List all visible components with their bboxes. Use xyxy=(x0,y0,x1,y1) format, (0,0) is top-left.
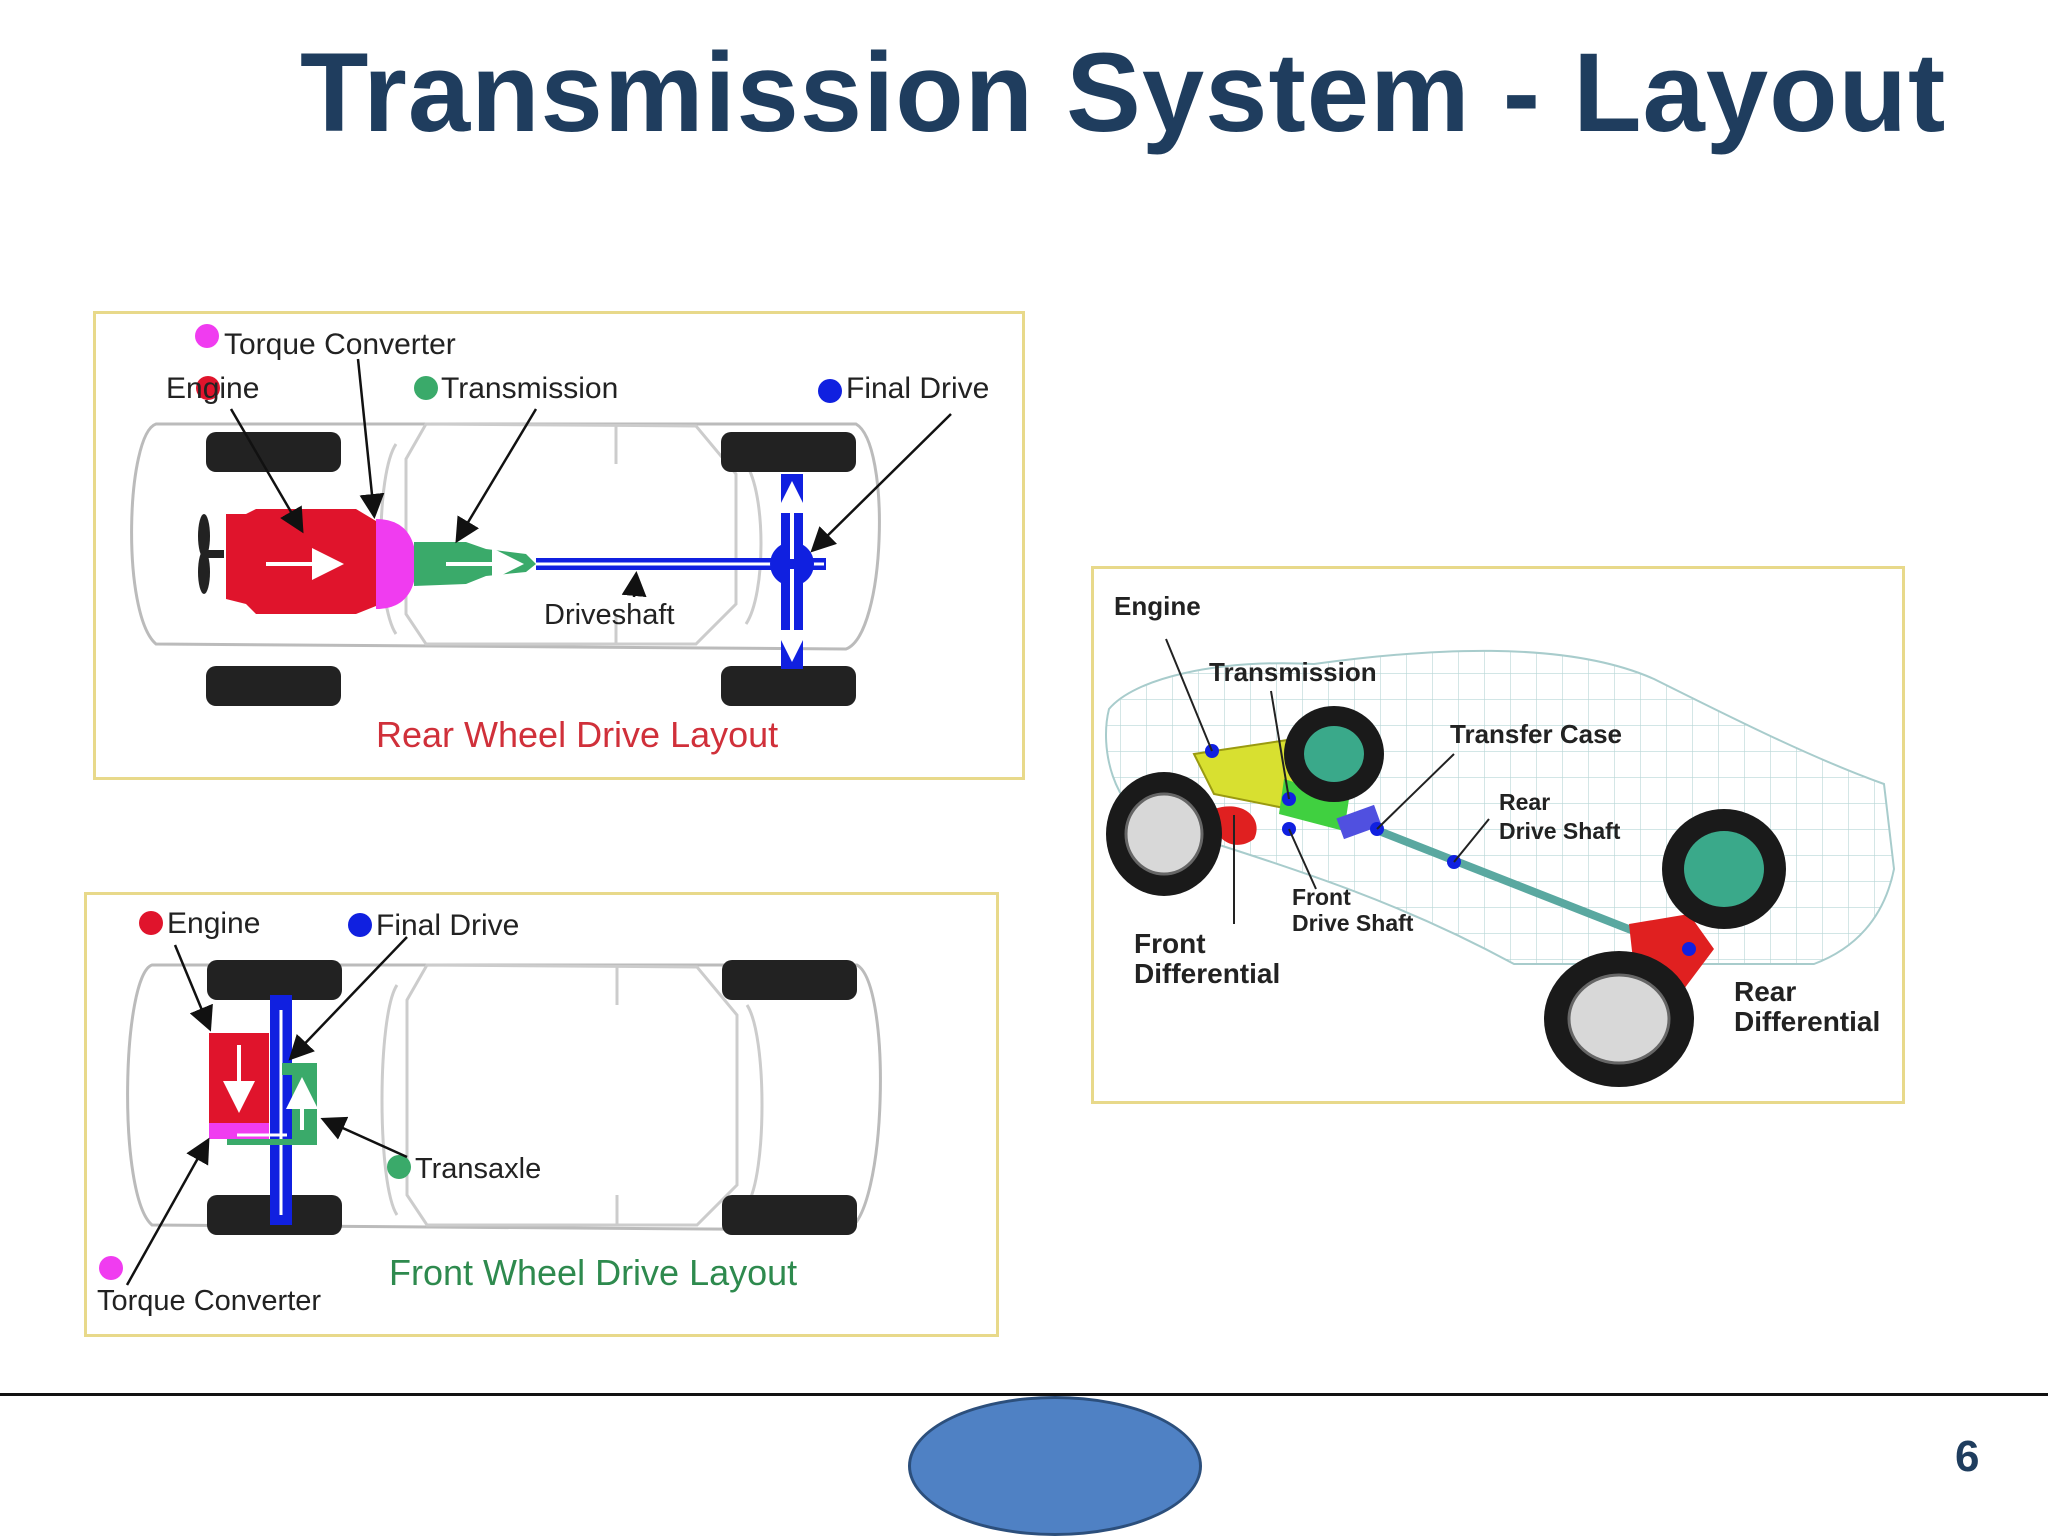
awd-label-engine: Engine xyxy=(1114,591,1201,621)
awd-label-front-drive-shaft-1: Front xyxy=(1292,884,1351,910)
awd-label-front-differential-2: Differential xyxy=(1134,958,1280,989)
awd-label-transmission: Transmission xyxy=(1209,657,1377,687)
final-drive-block xyxy=(770,542,814,586)
footer-divider xyxy=(0,1393,2048,1396)
rwd-label-final-drive: Final Drive xyxy=(846,372,989,405)
awd-points xyxy=(1205,744,1696,956)
awd-label-rear-differential-2: Differential xyxy=(1734,1006,1880,1037)
fwd-label-torque-converter: Torque Converter xyxy=(97,1285,321,1317)
awd-leader-lines xyxy=(1165,638,1490,924)
awd-label-rear-differential-1: Rear xyxy=(1734,976,1796,1007)
fwd-label-transaxle: Transaxle xyxy=(415,1153,541,1185)
page-number: 6 xyxy=(1955,1432,1980,1481)
awd-label-rear-drive-shaft-1: Rear xyxy=(1499,789,1550,815)
awd-label-front-differential-1: Front xyxy=(1134,928,1206,959)
fwd-diagram: Engine Final Drive Transaxle Torque Conv… xyxy=(84,892,999,1337)
torque-converter-block xyxy=(209,1123,269,1139)
footer-oval-shape xyxy=(908,1396,1202,1536)
awd-label-transfer-case: Transfer Case xyxy=(1450,719,1622,749)
slide-title: Transmission System - Layout xyxy=(300,30,1947,155)
wheels xyxy=(206,432,856,706)
engine-block xyxy=(226,509,381,614)
torque-converter-block xyxy=(376,519,416,609)
awd-wheels xyxy=(1106,706,1786,1087)
awd-diagram: Engine Transmission Transfer Case Rear D… xyxy=(1091,566,1905,1104)
fwd-label-final-drive: Final Drive xyxy=(376,909,519,942)
fwd-caption: Front Wheel Drive Layout xyxy=(389,1252,797,1293)
rwd-label-torque-converter: Torque Converter xyxy=(224,328,456,361)
rwd-caption: Rear Wheel Drive Layout xyxy=(376,714,778,755)
rwd-label-engine: Engine xyxy=(166,372,259,405)
awd-label-front-drive-shaft-2: Drive Shaft xyxy=(1292,910,1414,936)
rwd-diagram: Torque Converter Engine Transmission Fin… xyxy=(93,311,1025,780)
fan-icon xyxy=(198,514,224,594)
rwd-label-driveshaft: Driveshaft xyxy=(544,599,675,631)
fwd-label-engine: Engine xyxy=(167,907,260,940)
wheels xyxy=(207,960,857,1235)
rwd-label-transmission: Transmission xyxy=(441,372,618,405)
awd-label-rear-drive-shaft-2: Drive Shaft xyxy=(1499,818,1621,844)
